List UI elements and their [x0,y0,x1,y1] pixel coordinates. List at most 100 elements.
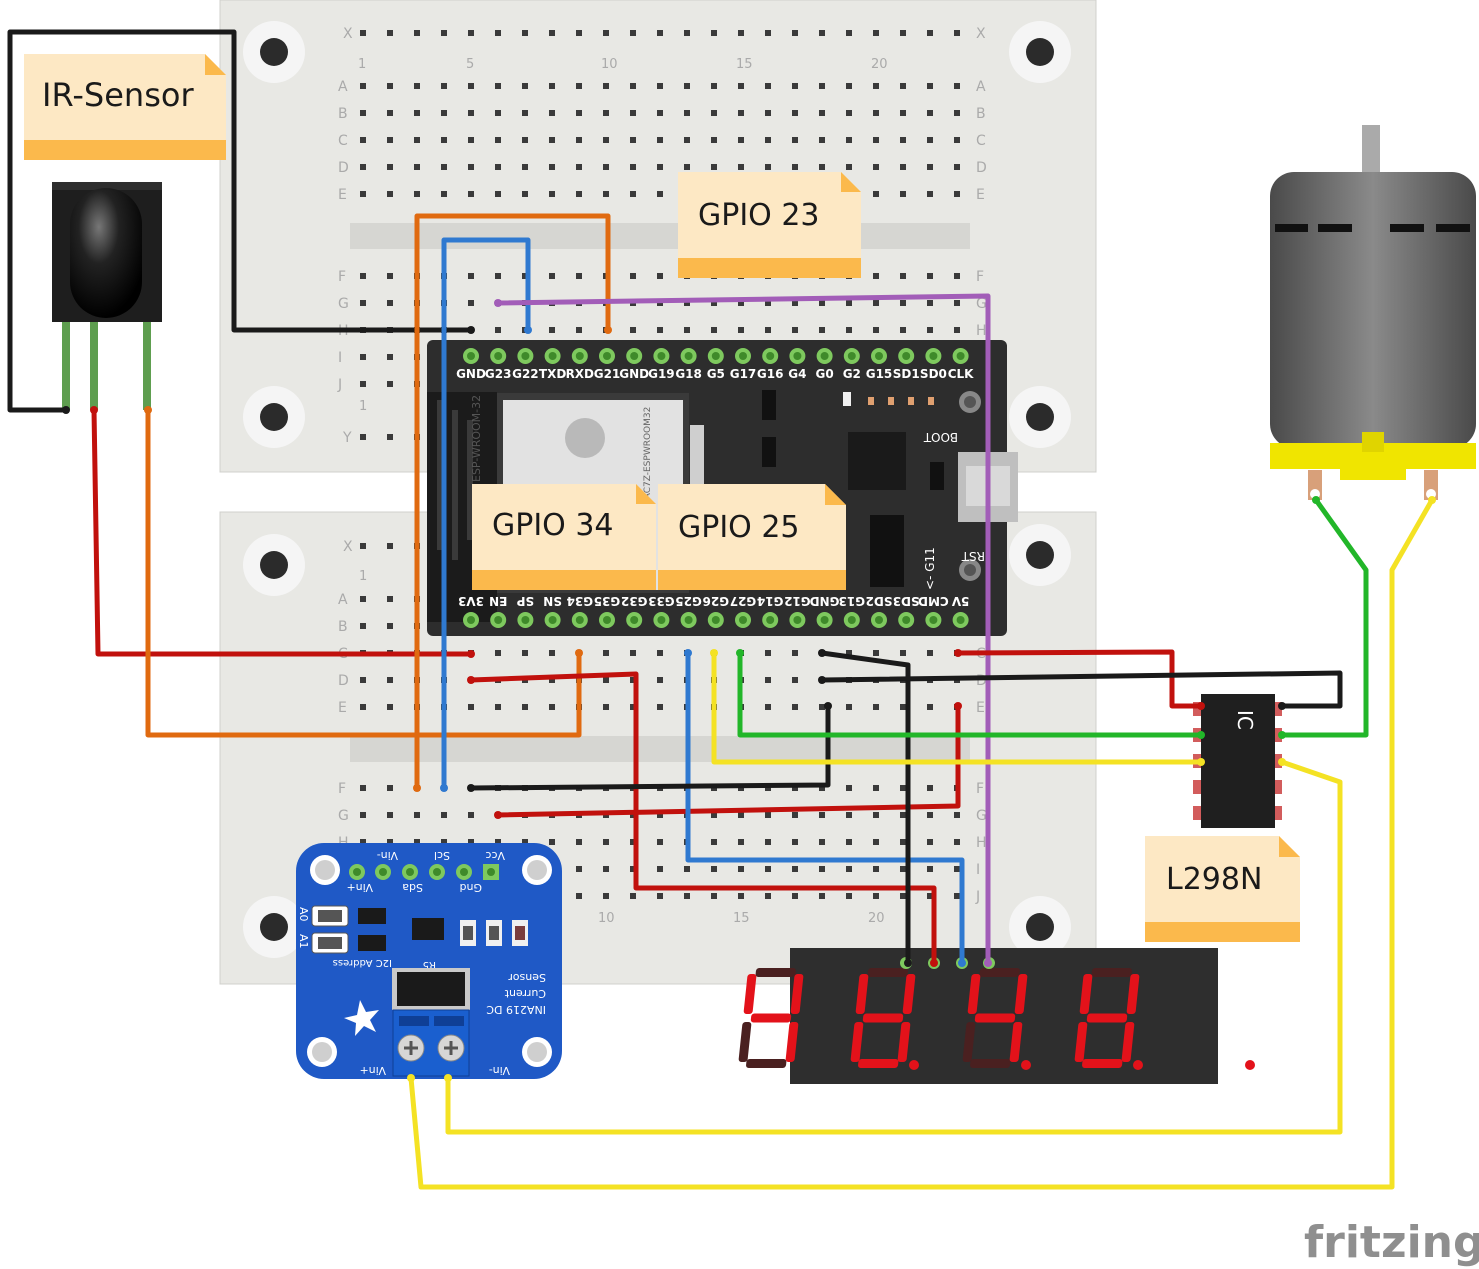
breadboard-hole [360,812,366,818]
esp32-pin-label: SD2 [866,594,893,608]
seven-segment-display [738,948,1255,1084]
wire-endpoint [413,784,421,792]
esp32-pin-label: SN [543,594,562,608]
breadboard-hole [630,83,636,89]
breadboard-hole [657,30,663,36]
breadboard-hole [738,164,744,170]
wire-endpoint [984,959,992,967]
wire-endpoint [954,702,962,710]
breadboard-hole [846,300,852,306]
breadboard-hole [387,164,393,170]
ina219-title-current: Current [504,987,546,1000]
ir-sensor-component [52,182,162,410]
wire-endpoint [904,959,912,967]
wire-endpoint [1197,702,1205,710]
breadboard-hole [468,839,474,845]
breadboard-hole [765,327,771,333]
breadboard-hole [360,300,366,306]
breadboard-hole [765,300,771,306]
breadboard-hole [792,812,798,818]
breadboard-hole [927,704,933,710]
breadboard-hole [630,839,636,845]
breadboard-hole [738,83,744,89]
breadboard-hole [819,812,825,818]
display-segment-d [746,1059,787,1068]
breadboard-hole [711,110,717,116]
display-segment-e [850,1022,864,1062]
column-number: 15 [733,911,750,926]
l298n-chip-text: IC [1233,710,1257,730]
ina219-pin-hole [487,868,495,876]
breadboard-hole [576,164,582,170]
breadboard-hole [900,839,906,845]
esp32-pin-label: G23 [485,367,512,381]
breadboard-hole [468,273,474,279]
note-gpio25: GPIO 25 [658,484,846,590]
wire-ir-signal [145,407,582,738]
breadboard-hole [954,839,960,845]
breadboard-hole [603,704,609,710]
breadboard-hole [792,164,798,170]
esp32-pad-hole [630,352,639,360]
breadboard-hole [873,704,879,710]
wire-endpoint [524,326,532,334]
breadboard-hole [360,704,366,710]
breadboard-hole [765,866,771,872]
wire-endpoint [444,1074,452,1082]
breadboard-hole [414,110,420,116]
wire-endpoint [1197,758,1205,766]
breadboard-hole [684,30,690,36]
ina219-pin-vcc: Vcc [485,849,505,862]
display-segment-f [967,974,981,1014]
breadboard-hole [468,300,474,306]
wire-endpoint [818,676,826,684]
breadboard-hole [360,273,366,279]
breadboard-hole [360,381,366,387]
esp32-pin-label: G14 [757,594,784,608]
breadboard-hole [657,812,663,818]
breadboard-hole [576,110,582,116]
wire-endpoint [467,784,475,792]
esp32-pad-hole [847,352,856,360]
breadboard-hole [927,30,933,36]
wire-red-bb [495,703,961,818]
esp32-pin-label: SD0 [920,367,947,381]
breadboard-hole [522,839,528,845]
breadboard-hole [765,110,771,116]
breadboard-hole [522,273,528,279]
breadboard-hole [360,596,366,602]
wire-endpoint [494,811,502,819]
breadboard-hole [846,164,852,170]
esp32-pads [463,348,969,628]
breadboard-hole [927,839,933,845]
breadboard-hole [387,704,393,710]
breadboard-hole [792,866,798,872]
esp32-module-label: ESP-WROOM-32 [470,395,483,482]
ina219-vin-minus: Vin- [489,1064,510,1077]
breadboard-hole [387,83,393,89]
breadboard-hole [657,137,663,143]
breadboard-hole [738,327,744,333]
ina219-pin-sda: Sda [402,881,423,894]
breadboard-hole [630,327,636,333]
breadboard-hole [684,137,690,143]
breadboard-hole [954,273,960,279]
wire-endpoint [440,784,448,792]
wire-endpoint [1312,496,1320,504]
note-gpio23: GPIO 23 [678,172,861,278]
breadboard-hole [657,839,663,845]
wire-ir-vcc [91,407,474,657]
breadboard-hole [387,596,393,602]
breadboard-hole [360,137,366,143]
breadboard-hole [414,30,420,36]
esp32-pin-label: G15 [866,367,893,381]
breadboard-hole [576,191,582,197]
esp32-pin-label: G13 [839,594,866,608]
breadboard-hole [495,704,501,710]
breadboard-hole [387,434,393,440]
display-segment-g [1086,1013,1128,1023]
breadboard-hole [873,650,879,656]
breadboard-hole [603,30,609,36]
wire-endpoint [467,326,475,334]
